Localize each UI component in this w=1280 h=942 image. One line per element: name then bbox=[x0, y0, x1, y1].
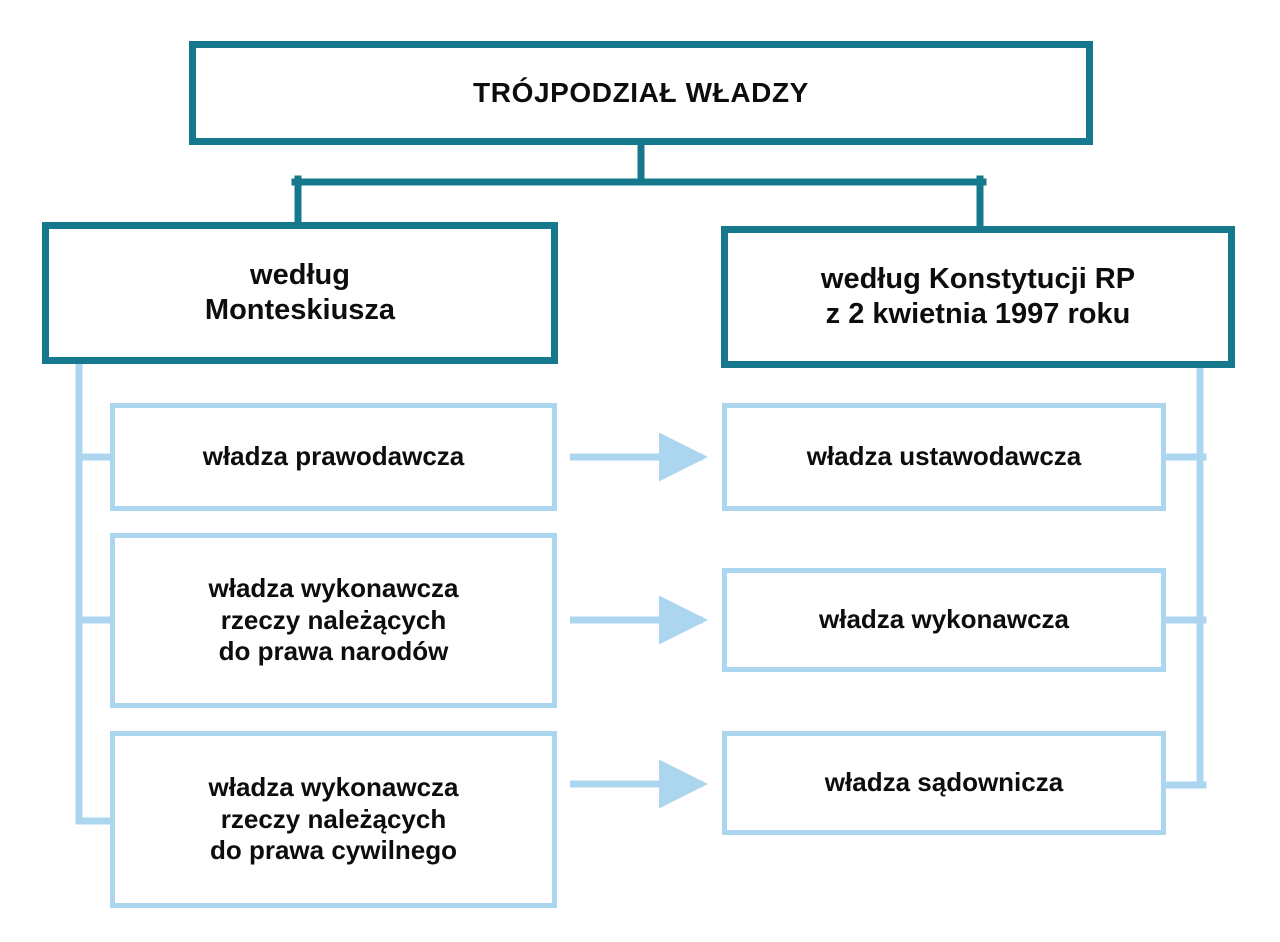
leaf-node-konstytucja-1-label: władza ustawodawcza bbox=[806, 441, 1082, 472]
root-node: TRÓJPODZIAŁ WŁADZY bbox=[189, 41, 1093, 145]
leaf-node-monteskiusz-1-label: władza prawodawcza bbox=[202, 441, 465, 472]
leaf-node-monteskiusz-2: władza wykonawcza rzeczy należących do p… bbox=[110, 533, 557, 708]
leaf-node-konstytucja-1: władza ustawodawcza bbox=[722, 403, 1166, 511]
leaf-node-konstytucja-3: władza sądownicza bbox=[722, 731, 1166, 835]
leaf-node-konstytucja-2: władza wykonawcza bbox=[722, 568, 1166, 672]
root-to-branches-connector bbox=[291, 141, 987, 234]
left-branch-spine bbox=[75, 360, 117, 825]
branch-node-monteskiusz-label: według Monteskiusza bbox=[204, 258, 396, 326]
mapping-arrows bbox=[570, 432, 708, 809]
root-node-label: TRÓJPODZIAŁ WŁADZY bbox=[473, 76, 809, 108]
branch-node-monteskiusz: według Monteskiusza bbox=[42, 222, 558, 364]
branch-node-konstytucja-label: według Konstytucji RP z 2 kwietnia 1997 … bbox=[820, 262, 1136, 330]
leaf-node-konstytucja-3-label: władza sądownicza bbox=[824, 767, 1064, 798]
leaf-node-monteskiusz-2-label: władza wykonawcza rzeczy należących do p… bbox=[208, 572, 459, 667]
leaf-node-monteskiusz-3-label: władza wykonawcza rzeczy należących do p… bbox=[208, 771, 459, 866]
right-branch-spine bbox=[1162, 364, 1207, 789]
leaf-node-monteskiusz-3: władza wykonawcza rzeczy należących do p… bbox=[110, 731, 557, 908]
leaf-node-konstytucja-2-label: władza wykonawcza bbox=[819, 604, 1069, 635]
leaf-node-monteskiusz-1: władza prawodawcza bbox=[110, 403, 557, 511]
branch-node-konstytucja: według Konstytucji RP z 2 kwietnia 1997 … bbox=[721, 226, 1235, 368]
